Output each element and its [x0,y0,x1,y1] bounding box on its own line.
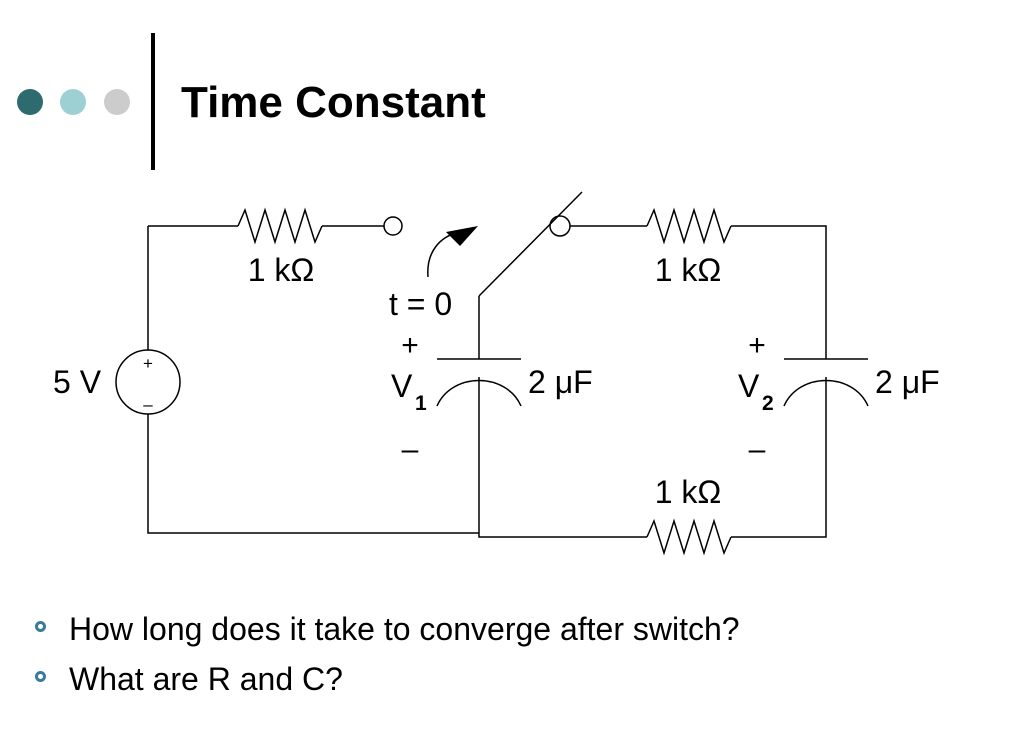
r3-label: 1 kΩ [655,474,722,510]
slide-title: Time Constant [181,78,486,127]
bullet-ring-icon [35,621,46,632]
bullet-list: How long does it take to converge after … [35,604,740,704]
title-divider [151,33,155,170]
switch-arm [478,191,583,297]
bullet-text: How long does it take to converge after … [69,611,740,647]
v1-plus: + [401,329,419,362]
v2-plus: + [748,329,766,362]
wire-right-lower [731,377,827,538]
decor-dot-light [60,89,86,115]
resistor-r2 [646,207,732,245]
r2-label: 1 kΩ [655,252,722,288]
bullet-item: How long does it take to converge after … [35,604,740,654]
bullet-text: What are R and C? [69,661,343,697]
switch-pivot [549,215,571,237]
wire-left-lower [147,414,479,534]
v1-minus: – [402,433,419,466]
decor-dot-dark [17,89,43,115]
c1-label: 2 μF [528,364,593,400]
source-plus: + [143,354,153,373]
c2-label: 2 μF [875,364,940,400]
v1-letter: V [391,368,413,404]
v2-letter: V [738,368,760,404]
decor-dot-gray [104,89,130,115]
bullet-item: What are R and C? [35,654,740,704]
v2-subscript: 2 [762,392,774,415]
v1-subscript: 1 [415,392,427,415]
wire-c1-bottom [478,377,647,538]
r1-label: 1 kΩ [248,252,315,288]
source-minus: – [143,395,153,414]
wire-top-right [731,225,827,359]
resistor-r3 [646,518,732,556]
source-label: 5 V [53,364,102,400]
switch-contact-left [383,216,403,236]
switch-time-label: t = 0 [389,286,452,322]
bullet-ring-icon [35,671,46,682]
switch-direction-arrowhead [446,226,478,246]
v2-minus: – [749,433,766,466]
resistor-r1 [237,207,323,245]
